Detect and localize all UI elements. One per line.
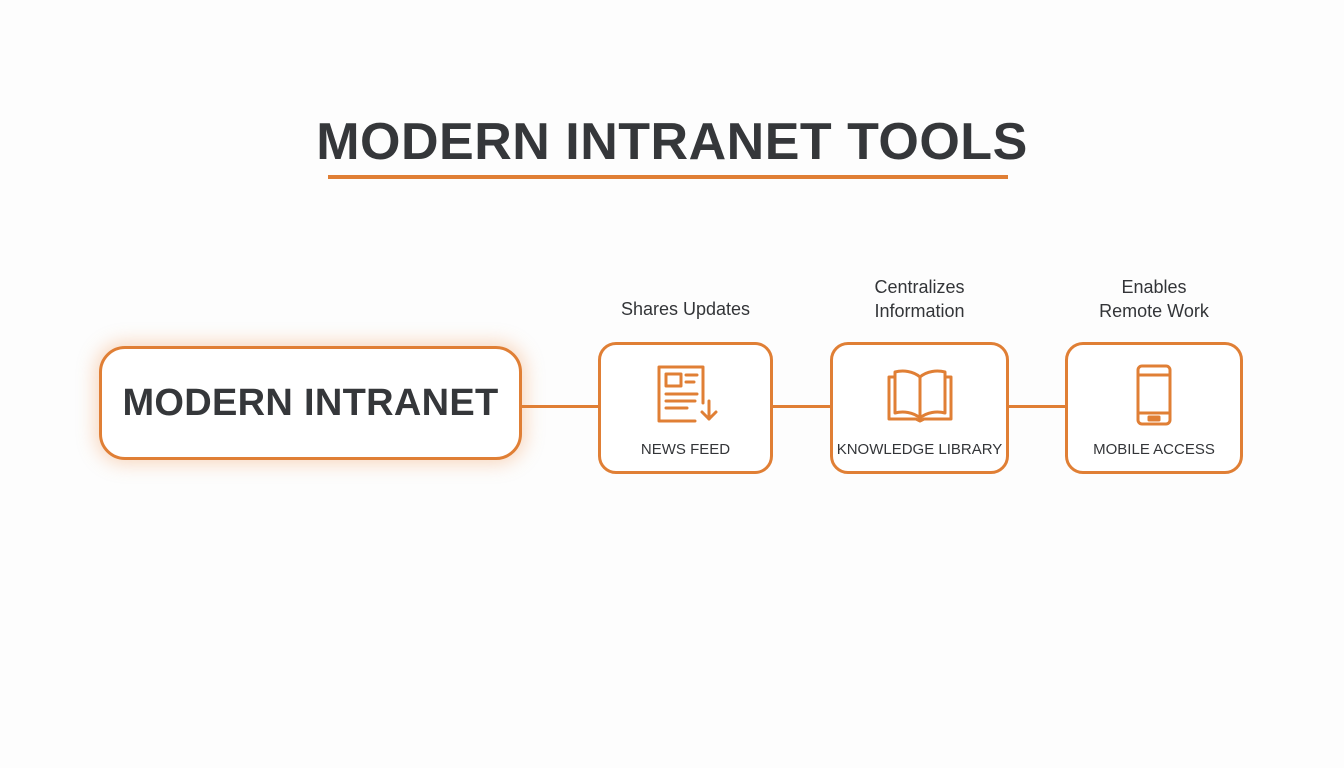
open-book-icon (887, 369, 952, 423)
connector-main-news (522, 405, 598, 408)
connector-news-knowledge (773, 405, 830, 408)
tool-node-mobile-access: MOBILE ACCESS (1065, 342, 1243, 474)
tool-label-knowledge-library: KNOWLEDGE LIBRARY (836, 441, 1003, 458)
caption-news-feed: Shares Updates (620, 299, 751, 319)
news-feed-icon (657, 365, 717, 423)
caption-line: Remote Work (1099, 301, 1209, 321)
center-node-label: MODERN INTRANET (122, 381, 499, 424)
center-node: MODERN INTRANET (99, 346, 522, 460)
title-underline (328, 175, 1008, 179)
caption-line: Centralizes (874, 277, 965, 297)
caption-mobile-access: Enables Remote Work (1065, 275, 1243, 323)
caption-knowledge-library: Centralizes Information (830, 275, 1009, 323)
connector-knowledge-mobile (1009, 405, 1065, 408)
caption-line: Enables (1121, 277, 1187, 297)
tool-node-knowledge-library: KNOWLEDGE LIBRARY (830, 342, 1009, 474)
tool-label-mobile-access: MOBILE ACCESS (1093, 441, 1215, 458)
tool-label-news-feed: NEWS FEED (640, 441, 731, 458)
diagram-title: MODERN INTRANET TOOLS (316, 113, 1028, 171)
caption-line: Information (874, 301, 965, 321)
tool-node-news-feed: NEWS FEED (598, 342, 773, 474)
smartphone-icon (1136, 364, 1172, 426)
